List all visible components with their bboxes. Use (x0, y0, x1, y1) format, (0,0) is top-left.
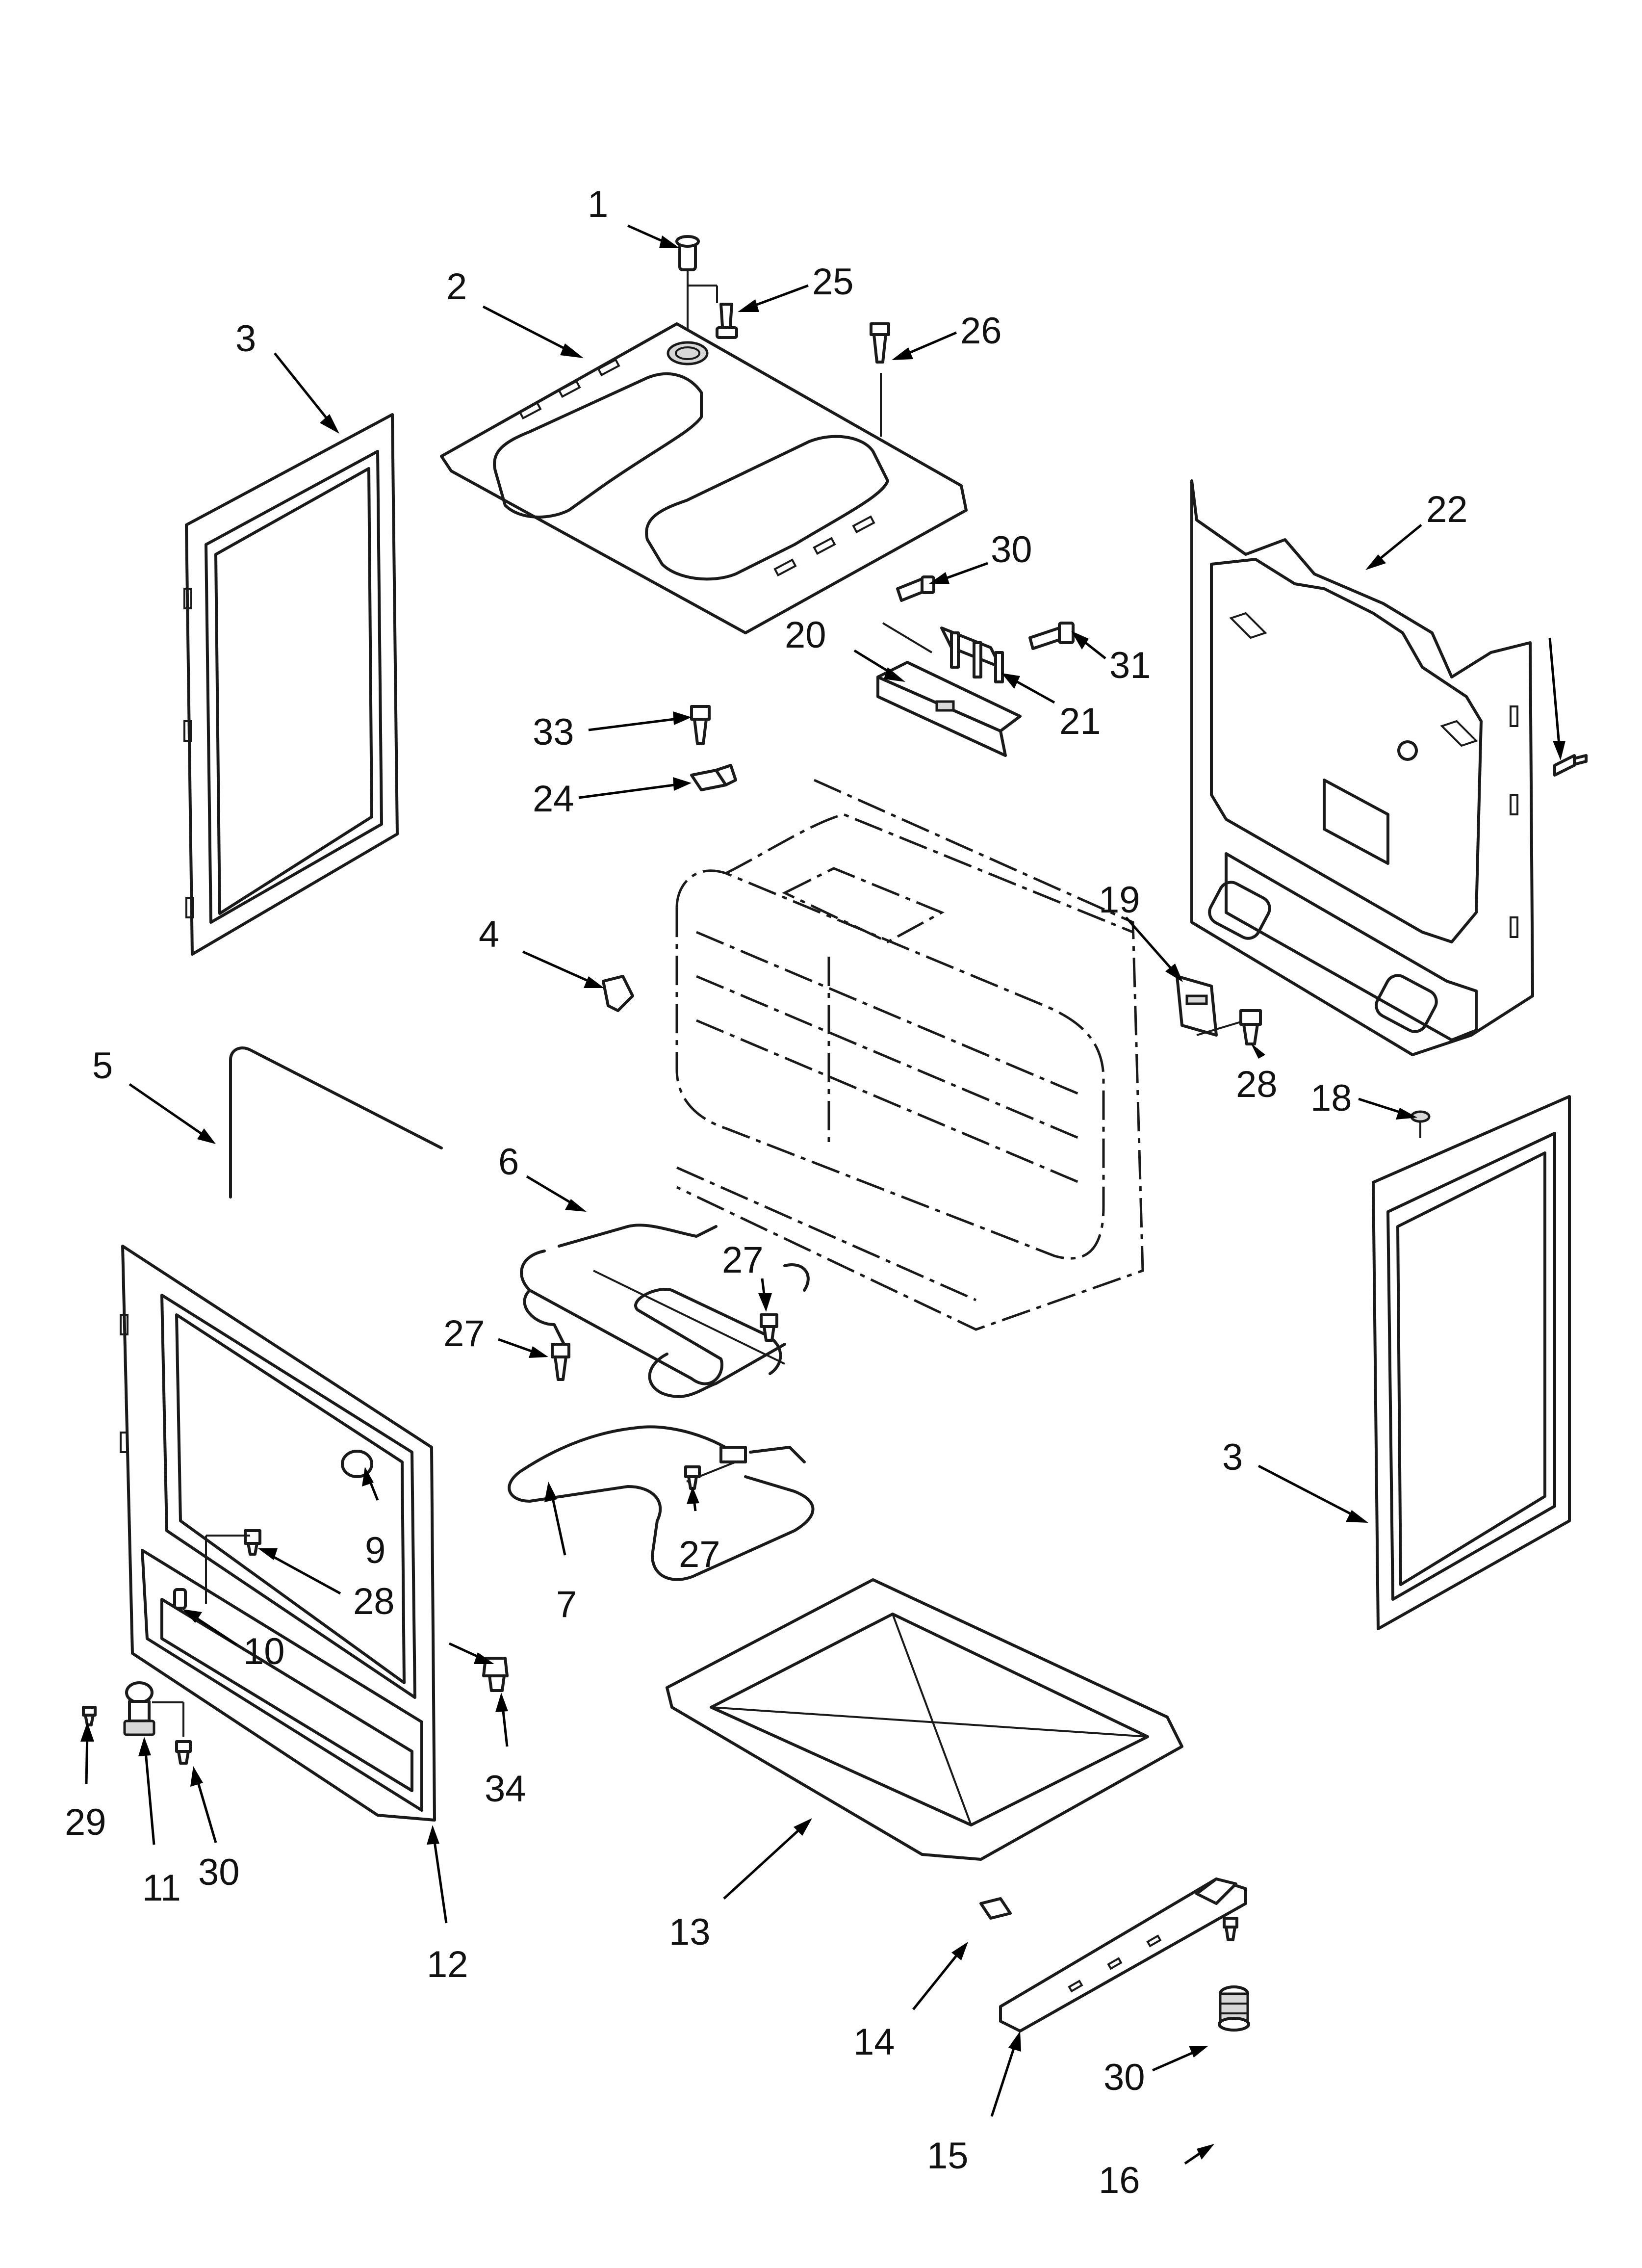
callout-30-c: 30 (1103, 2057, 1145, 2098)
screw-30-bracket (882, 575, 935, 653)
callout-14: 14 (853, 2021, 895, 2063)
callout-21: 21 (1059, 701, 1101, 742)
callout-6: 6 (498, 1141, 519, 1183)
callout-3-left: 3 (235, 318, 256, 360)
callout-18: 18 (1310, 1077, 1352, 1119)
callout-20: 20 (785, 614, 826, 656)
bake-element-6 (520, 1224, 810, 1398)
side-panel-left (183, 413, 399, 956)
callout-28-left: 28 (353, 1581, 395, 1622)
callout-3-right: 3 (1222, 1436, 1243, 1478)
screw-30-rear (1553, 754, 1588, 777)
screw-33 (690, 705, 711, 745)
screw-27-b (551, 1343, 570, 1381)
callout-27-a: 27 (722, 1239, 764, 1281)
callout-25: 25 (812, 261, 854, 303)
callout-9: 9 (365, 1530, 385, 1571)
callout-7: 7 (556, 1584, 577, 1625)
clip-10 (173, 1588, 187, 1610)
callout-30-b: 30 (198, 1851, 240, 1893)
callout-30-a: 30 (991, 529, 1032, 571)
callout-27-c: 27 (679, 1534, 720, 1575)
leader-lines (80, 224, 1565, 2165)
screw-26 (870, 322, 890, 437)
callout-24: 24 (533, 778, 574, 820)
callout-12: 12 (427, 1944, 468, 1985)
bracket-20 (876, 661, 1022, 757)
callout-2: 2 (446, 266, 467, 308)
screw-18 (1410, 1110, 1431, 1138)
screw-25 (716, 303, 738, 339)
screw-31 (1028, 622, 1075, 650)
callout-labels: 1 2 3 25 26 22 30 20 31 21 33 24 4 19 28… (65, 183, 1468, 2201)
screw-30-right (1223, 1917, 1238, 1941)
side-panel-right (1372, 1095, 1571, 1630)
screw-29 (82, 1706, 97, 1726)
callout-28-right: 28 (1236, 1064, 1278, 1105)
callout-29: 29 (65, 1801, 106, 1843)
screw-1 (675, 235, 718, 353)
bottom-drawer-13 (666, 1578, 1183, 1861)
callout-11: 11 (142, 1867, 181, 1909)
gasket-5 (229, 1046, 443, 1199)
callout-15: 15 (927, 2135, 969, 2177)
callout-26: 26 (960, 310, 1002, 352)
rear-panel (1190, 479, 1534, 1056)
callout-33: 33 (533, 711, 574, 753)
callout-5: 5 (92, 1045, 113, 1087)
callout-31: 31 (1109, 645, 1151, 686)
callout-22: 22 (1426, 489, 1468, 530)
callout-19: 19 (1099, 879, 1140, 921)
clip-4 (602, 975, 634, 1012)
callout-4: 4 (479, 913, 499, 955)
callout-34: 34 (485, 1768, 526, 1810)
screw-27-a (760, 1313, 778, 1342)
leveler-11 (123, 1681, 184, 1737)
bracket-19 (1176, 975, 1246, 1037)
bracket-21 (940, 626, 1004, 683)
callout-16: 16 (1099, 2160, 1140, 2201)
clip-24 (690, 764, 737, 791)
screw-28-right (1239, 1009, 1262, 1045)
oven-cavity-dashed (675, 779, 1144, 1331)
cooktop-bottom-panel (440, 322, 968, 634)
callout-13: 13 (669, 1911, 711, 1953)
front-frame-12 (120, 1245, 436, 1822)
screw-28-left (205, 1529, 261, 1604)
callout-10: 10 (243, 1631, 285, 1672)
callout-27-b: 27 (443, 1313, 485, 1355)
leveling-leg-16 (1218, 1985, 1250, 2032)
callout-1: 1 (588, 183, 608, 225)
clip-14 (979, 1897, 1012, 1920)
drawer-slide-15 (999, 1877, 1247, 2033)
screw-30-left (175, 1740, 192, 1765)
screw-27-c (684, 1465, 701, 1490)
broil-element-7 (508, 1425, 815, 1581)
